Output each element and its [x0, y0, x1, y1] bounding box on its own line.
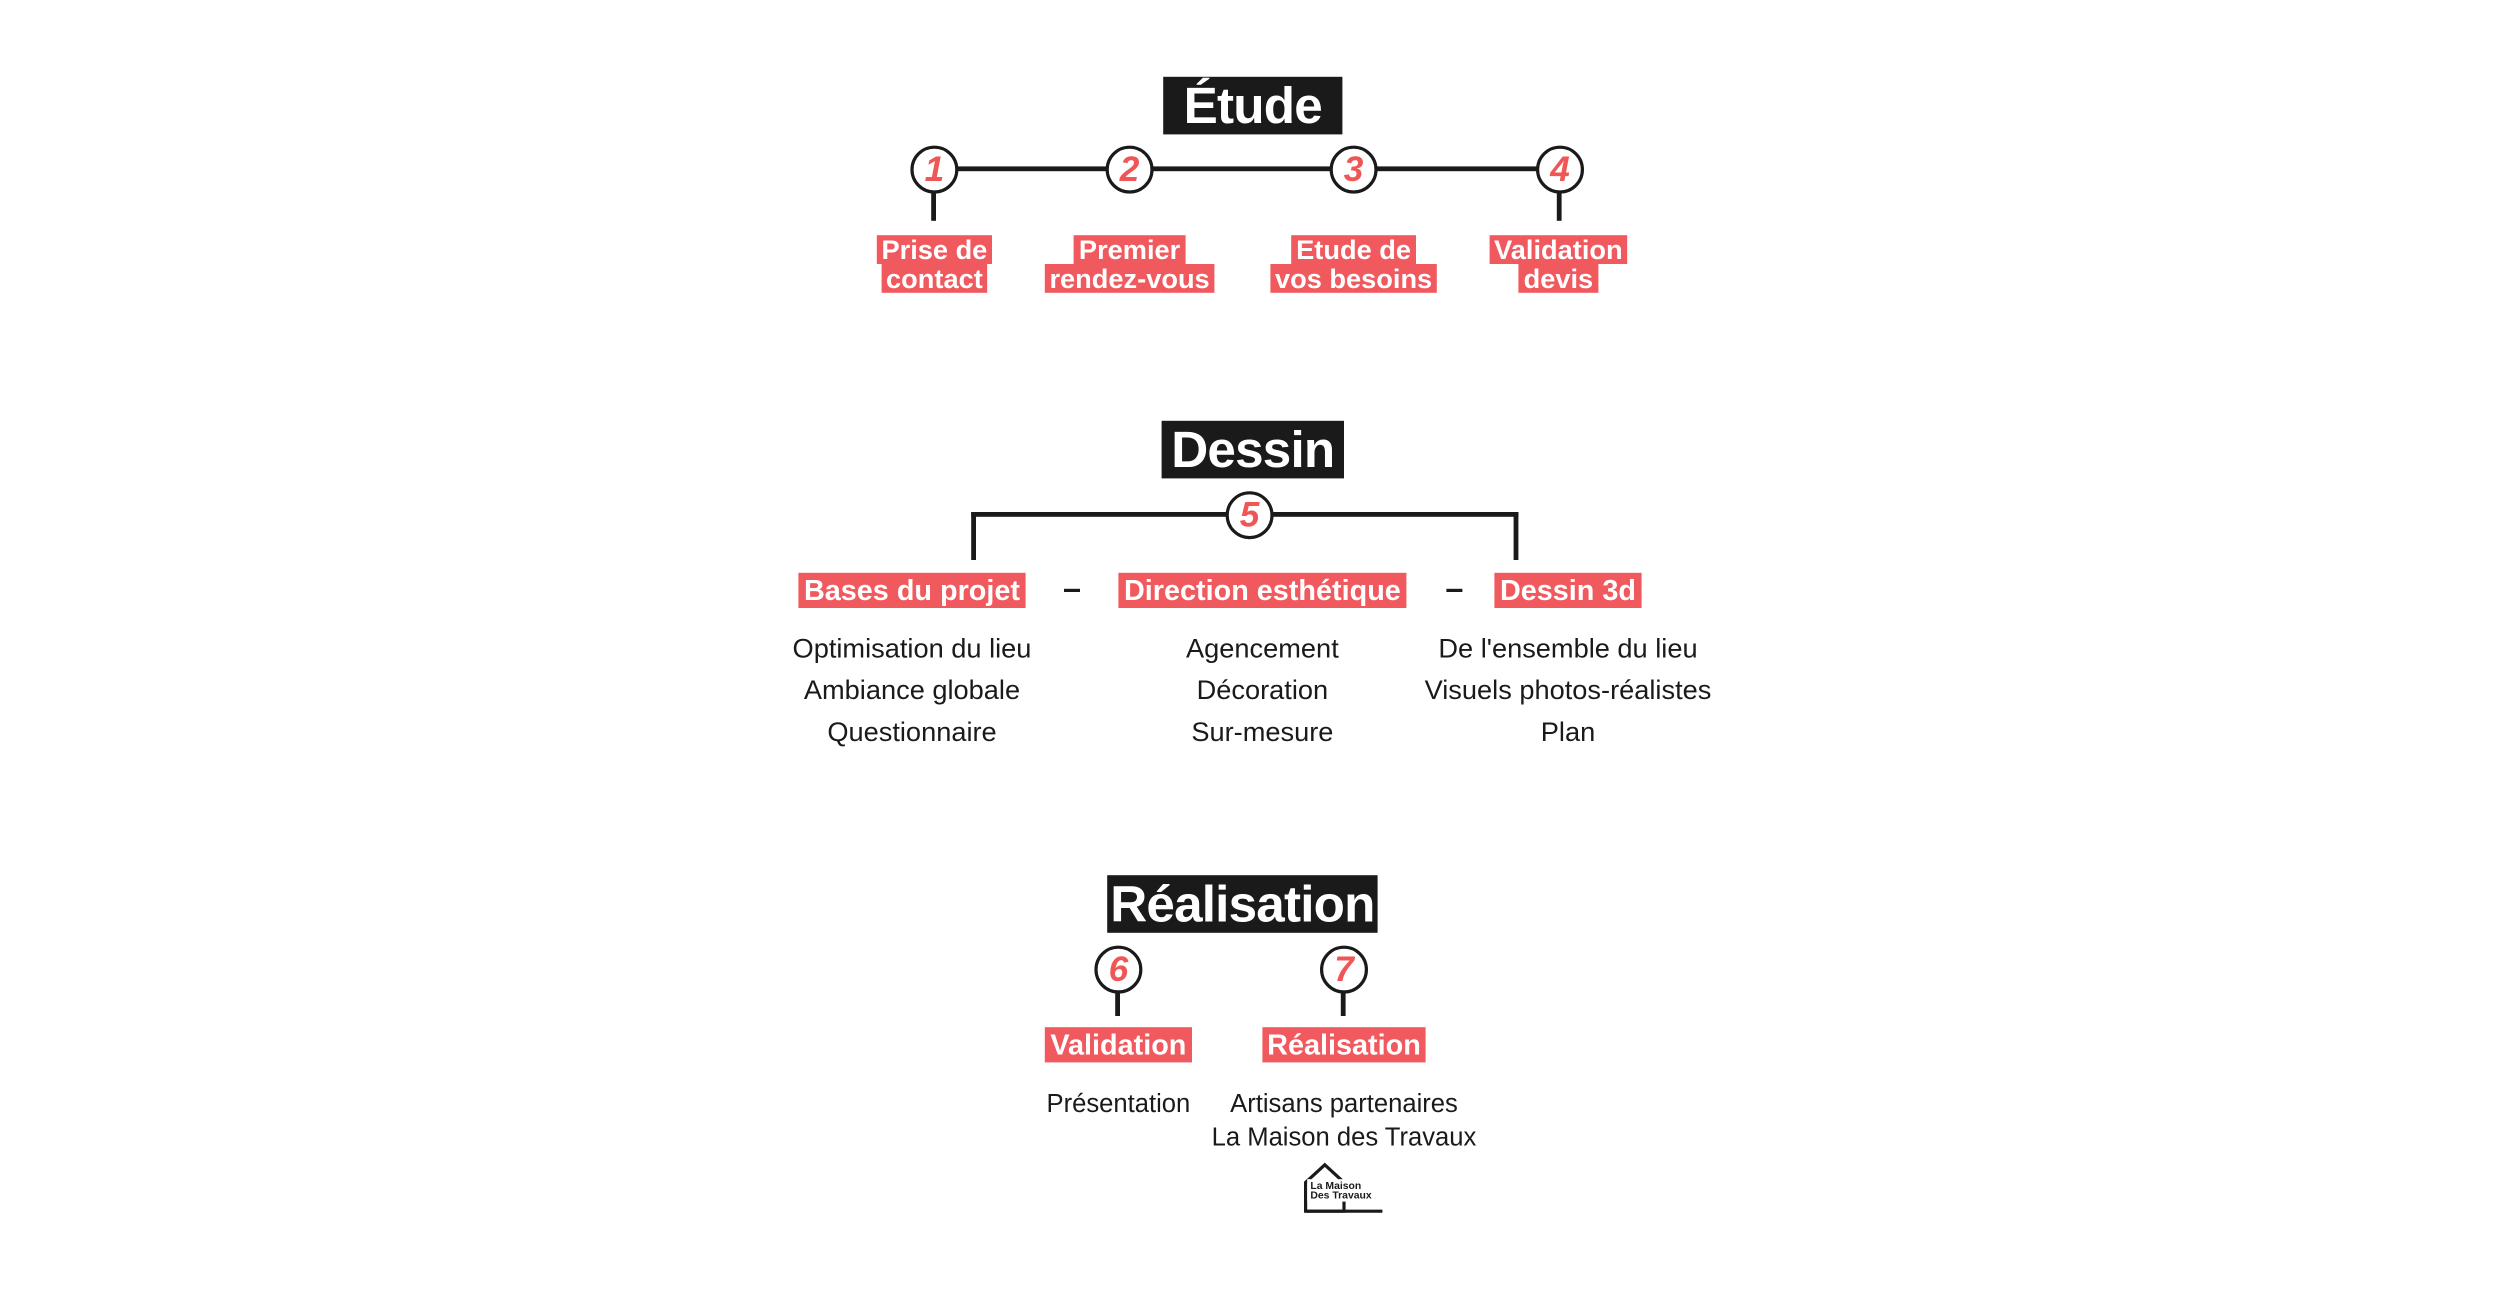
step-7-items: Artisans partenaires La Maison des Trava… [1184, 1088, 1504, 1155]
dessin-col-2-items: Agencement Décoration Sur-mesure [1102, 629, 1422, 754]
step-1-label-line2: contact [881, 264, 988, 293]
section-title-dessin: Dessin [1161, 420, 1344, 479]
list-item: Ambiance globale [803, 675, 1021, 706]
realisation-label: Réalisation [1262, 1027, 1426, 1063]
list-item: Questionnaire [827, 716, 997, 748]
step-2-label-line1: Premier [1074, 235, 1186, 264]
step-7-circle: 7 [1320, 945, 1368, 994]
step-4-label-line1: Validation [1489, 235, 1628, 264]
step-7-connector [1340, 990, 1346, 1016]
maison-des-travaux-logo: La Maison Des Travaux [1304, 1162, 1383, 1213]
step-3-label-line2: vos besoins [1270, 264, 1437, 293]
step-4-label-line2: devis [1518, 264, 1598, 293]
step-1-label: Prise de contact [838, 235, 1030, 293]
step-4-number: 4 [1550, 148, 1570, 189]
dessin-bracket-right [1513, 512, 1519, 560]
dessin-separator-1 [1064, 588, 1080, 592]
step-2-label-line2: rendez-vous [1044, 264, 1215, 293]
dessin-col-1-label: Bases du projet [768, 572, 1056, 608]
dessin-bracket-left [971, 512, 976, 560]
list-item: Plan [1540, 716, 1596, 748]
list-item: Décoration [1196, 675, 1329, 706]
dessin-col-1-items: Optimisation du lieu Ambiance globale Qu… [752, 629, 1072, 754]
section-title-realisation: Réalisation [1107, 875, 1378, 933]
step-4-label: Validation devis [1462, 235, 1654, 293]
step-3-label: Etude de vos besoins [1242, 235, 1466, 293]
step-1-label-line1: Prise de [876, 235, 993, 264]
step-2-circle: 2 [1105, 145, 1154, 194]
logo-line-1: La Maison [1310, 1181, 1361, 1192]
list-item: Présentation [1046, 1091, 1191, 1119]
logo-line-2: Des Travaux [1310, 1190, 1371, 1201]
direction-esthetique-label: Direction esthétique [1119, 572, 1406, 608]
step-5-number: 5 [1239, 494, 1260, 535]
step-1-circle: 1 [910, 145, 959, 194]
section-title-etude: Étude [1163, 76, 1343, 135]
step-6-connector [1115, 990, 1120, 1016]
list-item: Agencement [1186, 633, 1339, 664]
dessin-3d-label: Dessin 3d [1495, 572, 1641, 608]
list-item: Artisans partenaires [1230, 1091, 1458, 1119]
step-3-circle: 3 [1329, 145, 1378, 194]
step-2-number: 2 [1119, 148, 1140, 189]
step-1-number: 1 [924, 148, 945, 189]
list-item: De l'ensemble du lieu [1438, 633, 1698, 664]
step-1-connector [931, 188, 936, 221]
step-6-items: Présentation [990, 1088, 1246, 1122]
step-3-number: 3 [1343, 148, 1364, 189]
step-2-label: Premier rendez-vous [1018, 235, 1242, 293]
step-6-circle: 6 [1094, 945, 1143, 994]
step-7-label: Réalisation [1232, 1027, 1456, 1063]
dessin-col-3-items: De l'ensemble du lieu Visuels photos-réa… [1392, 629, 1744, 754]
list-item: La Maison des Travaux [1211, 1124, 1477, 1152]
validation-label: Validation [1045, 1027, 1192, 1063]
bases-du-projet-label: Bases du projet [799, 572, 1025, 608]
dessin-separator-2 [1446, 588, 1463, 592]
step-3-label-line1: Etude de [1291, 235, 1416, 264]
step-7-number: 7 [1334, 948, 1354, 989]
step-6-number: 6 [1108, 948, 1129, 989]
step-6-label: Validation [1006, 1027, 1230, 1063]
dessin-col-3-label: Dessin 3d [1464, 572, 1672, 608]
list-item: Optimisation du lieu [792, 633, 1032, 664]
etude-timeline [934, 166, 1560, 172]
list-item: Sur-mesure [1191, 716, 1334, 748]
dessin-col-2-label: Direction esthétique [1094, 572, 1430, 608]
step-5-circle: 5 [1225, 491, 1274, 540]
step-4-connector [1556, 188, 1562, 221]
list-item: Visuels photos-réalistes [1424, 675, 1712, 706]
step-4-circle: 4 [1536, 145, 1584, 194]
